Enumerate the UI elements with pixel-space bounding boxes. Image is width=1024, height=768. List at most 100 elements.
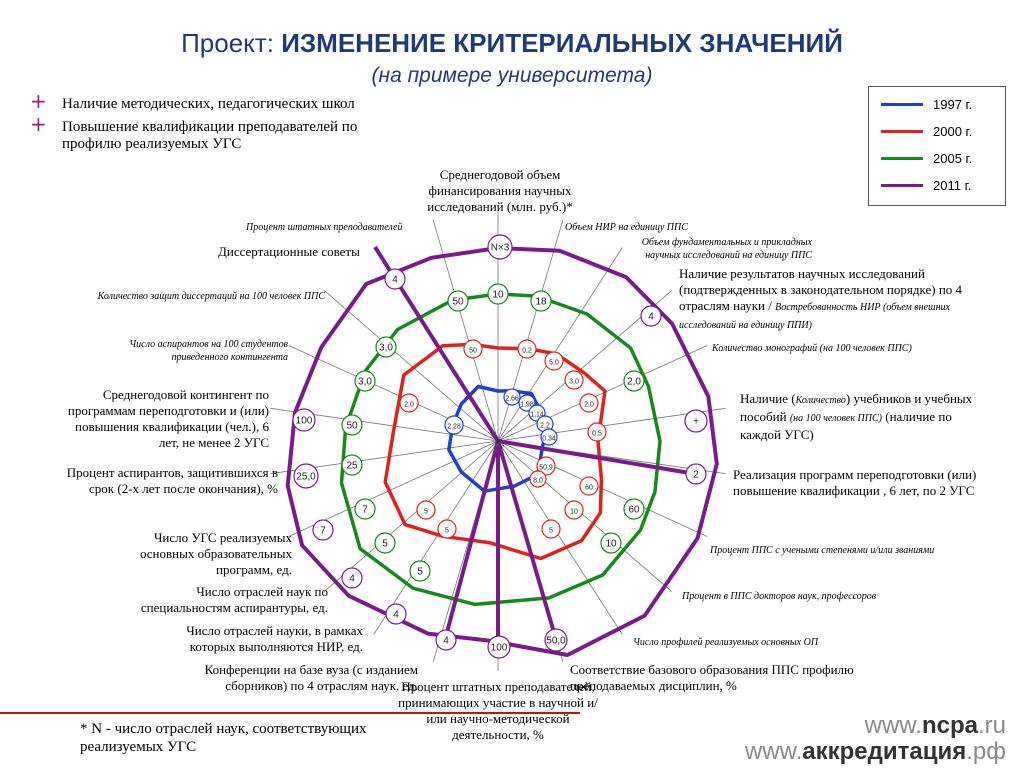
value-badge (409, 560, 431, 582)
axis-label-degree: Процент ППС с учеными степенями и/или зв… (710, 545, 935, 556)
axis-spoke (323, 290, 499, 442)
value-badge (292, 408, 316, 432)
value-label: + (693, 417, 699, 428)
value-label: 10 (605, 539, 617, 550)
value-label: 50 (469, 348, 477, 355)
value-badge (623, 370, 645, 392)
axis-label-asp100: Число аспирантов на 100 студентов привед… (129, 339, 288, 363)
chart-center (496, 439, 500, 443)
value-badge (587, 422, 607, 442)
value-badge (540, 428, 558, 446)
axis-label-books-a: Наличие ( (740, 391, 796, 406)
bullet-text: Повышение квалификации преподавателей по… (62, 119, 358, 152)
axis-label-profiles: Число профилей реализуемых основных ОП (633, 637, 819, 648)
axis-label-books-e: (наличие по каждой УГС) (740, 409, 952, 442)
legend-swatch (881, 184, 923, 187)
axis-label-branches-nir: Число отраслей науки, в рамках которых в… (186, 623, 363, 654)
series-ray-y2011 (496, 440, 557, 637)
legend-label: 2005 г. (933, 151, 973, 166)
value-label: 10 (570, 509, 578, 516)
value-badge (600, 532, 622, 554)
value-label: 3,0 (379, 343, 393, 354)
legend-label: 2011 г. (933, 178, 972, 193)
value-badge (374, 532, 396, 554)
value-badge (536, 456, 556, 476)
axis-label-staff-pct: Процент штатных преподавателей (246, 222, 403, 233)
value-label: 50,0 (546, 636, 566, 647)
value-badge (293, 463, 319, 489)
value-label: 2,2 (540, 423, 550, 430)
axis-spoke (497, 345, 708, 442)
value-label: 100 (491, 643, 508, 654)
value-badge (541, 519, 561, 539)
axis-label-results: Наличие результатов научных исследований… (679, 266, 989, 334)
bullet-text: Наличие методических, педагогических шко… (62, 96, 355, 112)
value-badge (623, 498, 645, 520)
bullet-item: + Наличие методических, педагогических ш… (30, 91, 390, 113)
value-badge (640, 305, 662, 327)
value-badge (437, 519, 457, 539)
axis-spoke (373, 440, 499, 635)
bullet-list: + Наличие методических, педагогических ш… (30, 91, 390, 159)
axis-label-books-d: (на 100 человек ППС) (789, 413, 882, 424)
value-badge (399, 393, 419, 413)
value-label: 4 (648, 312, 654, 323)
bullet-item: + Повышение квалификации преподавателей … (30, 112, 390, 153)
axis-label-mono: Количество монографий (на 100 человек ПП… (712, 343, 912, 354)
value-badge (685, 463, 707, 485)
value-label: 2,0 (404, 402, 414, 409)
page-subtitle: (на примере университета) (371, 64, 653, 87)
value-label: 4 (349, 574, 355, 585)
value-badge (447, 290, 469, 312)
brand-suffix: .рф (966, 738, 1006, 765)
axis-label-doctors: Процент в ППС докторов наук, профессоров (682, 591, 877, 602)
value-label: 1,98 (520, 402, 534, 409)
series-ray-y2011 (444, 440, 500, 637)
value-label: 2 (693, 470, 699, 481)
value-badge (354, 370, 376, 392)
legend-label: 1997 г. (933, 97, 973, 112)
value-badge (564, 500, 584, 520)
value-label: 5 (424, 509, 428, 516)
footnote: * N - число отраслей наук, соответствующ… (80, 721, 367, 755)
value-badge (544, 628, 568, 652)
value-label: 60 (585, 485, 593, 492)
axis-spoke (497, 247, 623, 442)
title-prefix: Проект: (181, 28, 282, 58)
value-badge (435, 629, 457, 651)
value-badge (375, 336, 397, 358)
value-label: 60 (628, 505, 640, 516)
value-badge (341, 567, 363, 589)
value-label: 2,0 (584, 402, 594, 409)
axis-spoke (323, 440, 499, 592)
axis-label-contingent: Среднегодовой контингент по программам п… (67, 387, 269, 450)
legend-item: 2005 г. (881, 151, 1001, 167)
value-label: 5 (549, 528, 553, 535)
value-label: 5 (382, 539, 388, 550)
value-badge (579, 393, 599, 413)
legend-item: 2000 г. (881, 124, 1001, 140)
axis-label-results-main: Наличие результатов научных исследований… (679, 266, 963, 313)
value-badge (530, 290, 552, 312)
axis-label-books: Наличие (Количество) учебников и учебных… (740, 391, 980, 443)
axis-label-books-c: ) учебников и учебных пособий (740, 391, 973, 424)
legend-swatch (881, 130, 923, 133)
value-label: 50 (346, 421, 358, 432)
axis-label-base-ed: Соответствие базового образования ППС пр… (570, 662, 854, 693)
axis-label-results-sub: Востребованность НИР (объем внешних иссл… (679, 302, 950, 331)
axis-label-ugs: Число УГС реализуемых основных образоват… (139, 530, 292, 577)
divider-line (0, 712, 580, 714)
value-label: 50,9 (539, 465, 553, 472)
plus-icon: + (30, 112, 47, 136)
value-label: 3,0 (358, 377, 372, 388)
brand-akkreditaciya: www.аккредитация.рф (745, 738, 1006, 766)
axis-label-fund: Объем фундаментальных и прикладных научн… (641, 237, 812, 261)
value-badge (487, 283, 509, 305)
value-label: 5 (445, 528, 449, 535)
series-ray-y2011 (497, 439, 697, 476)
chart-legend: 1997 г. 2000 г. 2005 г. 2011 г. (868, 86, 1006, 206)
value-label: 8,0 (533, 478, 543, 485)
axis-label-conf: Конференции на базе вуза (с изданием сбо… (204, 662, 418, 693)
value-badge (341, 414, 363, 436)
value-label: 1,14 (530, 412, 544, 419)
